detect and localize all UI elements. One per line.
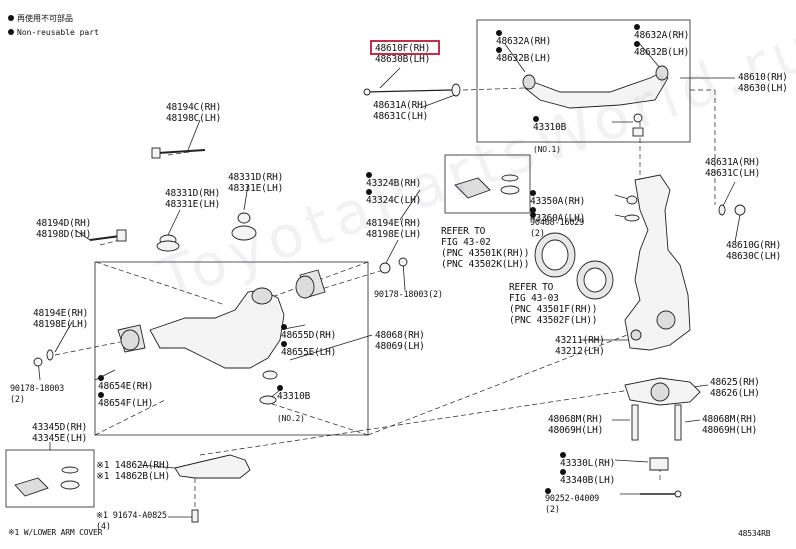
label-48194E-b[interactable]: 48194E(RH)48198E(LH) — [33, 308, 89, 330]
label-48331D-b[interactable]: 48331D(RH)48331E(LH) — [165, 188, 221, 210]
label-90178-a[interactable]: 90178-18003(2) — [374, 290, 443, 300]
diagram-code: 48534RB — [738, 529, 771, 538]
upper-arm-box — [476, 19, 691, 143]
label-90468[interactable]: 90468-16029(2) — [530, 212, 584, 240]
label-48625[interactable]: 48625(RH)48626(LH) — [710, 377, 760, 399]
label-48068[interactable]: 48068(RH)48069(LH) — [375, 330, 425, 352]
label-43211[interactable]: 43211(RH)43212(LH) — [555, 335, 605, 357]
label-48194E-a[interactable]: 48194E(RH)48198E(LH) — [366, 218, 422, 240]
label-48610[interactable]: 48610(RH)48630(LH) — [738, 72, 788, 94]
label-43345D[interactable]: 43345D(RH)43345E(LH) — [32, 422, 88, 444]
bullet-icon — [8, 29, 14, 35]
label-43350A[interactable]: 43350A(RH)43360A(LH) — [530, 190, 585, 224]
label-48194D[interactable]: 48194D(RH)48198D(LH) — [36, 218, 92, 240]
label-48610F[interactable]: 48610F(RH)48630B(LH) — [375, 43, 431, 65]
label-48194C[interactable]: 48194C(RH)48198C(LH) — [166, 102, 222, 124]
label-43310B-no1[interactable]: 43310B (NO.1) — [533, 116, 566, 155]
label-91674[interactable]: ※1 91674-A0825(4) — [96, 511, 167, 532]
legend-reused: 再使用不可部品 — [8, 14, 73, 24]
legend-row1-text: 再使用不可部品 — [17, 14, 73, 23]
footnote: ※1 W/LOWER ARM COVER — [8, 528, 103, 537]
label-48654E[interactable]: 48654E(RH)48654F(LH) — [98, 375, 153, 409]
label-43324B[interactable]: 43324B(RH)43324C(LH) — [366, 172, 421, 206]
label-48610G[interactable]: 48610G(RH)48630C(LH) — [726, 240, 782, 262]
highlight-box — [370, 40, 440, 55]
label-48631A-right[interactable]: 48631A(RH)48631C(LH) — [705, 157, 761, 179]
label-48068M-right[interactable]: 48068M(RH)48069H(LH) — [702, 414, 758, 436]
label-14862A[interactable]: ※1 14862A(RH)※1 14862B(LH) — [96, 460, 170, 482]
legend-row2-text: Non-reusable part — [17, 28, 99, 37]
label-48068M-left[interactable]: 48068M(RH)48069H(LH) — [548, 414, 604, 436]
label-90178-b[interactable]: 90178-18003(2) — [10, 384, 65, 405]
label-48632A-right[interactable]: 48632A(RH)48632B(LH) — [634, 24, 689, 58]
label-43330L[interactable]: 43330L(RH)43340B(LH) — [560, 452, 615, 486]
lower-arm-cover-detail-box — [5, 449, 95, 508]
label-48631A[interactable]: 48631A(RH)48631C(LH) — [373, 100, 429, 122]
label-48632A-left[interactable]: 48632A(RH)48632B(LH) — [496, 30, 551, 64]
label-43310B-no2[interactable]: 43310B (NO.2) — [277, 385, 310, 424]
legend-nonreusable: Non-reusable part — [8, 28, 99, 38]
label-48331D-a[interactable]: 48331D(RH)48331E(LH) — [228, 172, 284, 194]
label-48655D[interactable]: 48655D(RH)48655E(LH) — [281, 324, 336, 358]
bumper-detail-box — [444, 154, 531, 214]
bullet-icon — [8, 15, 14, 21]
label-90252[interactable]: 90252-04009(2) — [545, 488, 599, 516]
